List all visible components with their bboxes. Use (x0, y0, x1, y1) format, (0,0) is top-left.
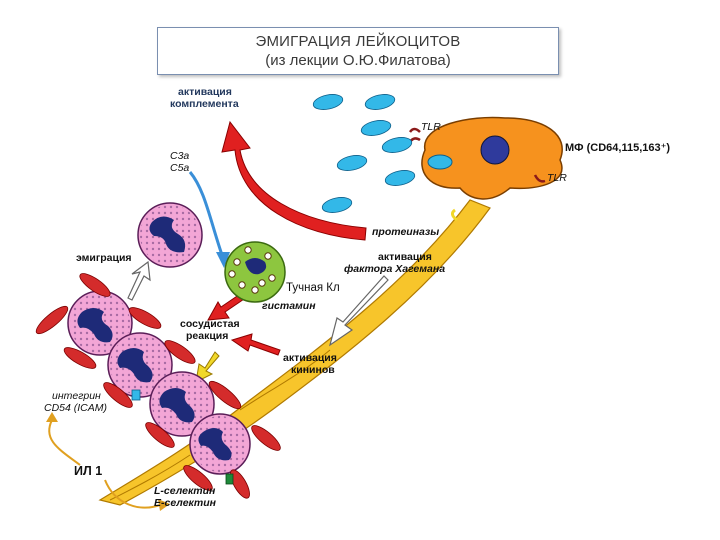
erythrocytes (35, 273, 281, 499)
label-tlr-top: TLR (421, 121, 441, 133)
hageman-arrow (329, 275, 389, 347)
label-complement-2: комплемента (170, 98, 239, 110)
title-box: ЭМИГРАЦИЯ ЛЕЙКОЦИТОВ (из лекции О.Ю.Фила… (157, 27, 559, 75)
label-histamine: гистамин (262, 300, 316, 312)
kinins-arrow (230, 333, 281, 356)
neutrophil-rolling-2 (107, 332, 173, 398)
tlr-receptor-top (408, 127, 421, 143)
label-integrin-2: CD54 (ICAM) (44, 402, 108, 414)
label-c5a: С5а (170, 162, 190, 174)
macrophage-cell (408, 116, 563, 222)
label-integrin-1: интегрин (52, 390, 101, 402)
title-line-2: (из лекции О.Ю.Филатова) (265, 52, 451, 69)
label-hageman-2: фактора Хагемана (344, 263, 446, 275)
label-vascular-2: реакция (186, 330, 229, 342)
neutrophil-rolling-3 (149, 371, 215, 437)
label-emigration: эмиграция (76, 252, 132, 264)
phagocytosed-bacterium (427, 154, 453, 170)
label-il1: ИЛ 1 (74, 464, 103, 478)
label-tlr-bottom: TLR (547, 172, 567, 184)
label-l-selectin: L-селектин (154, 485, 216, 497)
label-complement-1: активация (178, 86, 232, 98)
neutrophil-rolling-4 (189, 413, 251, 475)
emigration-arrow (127, 260, 151, 301)
label-macrophage: МФ (CD64,115,163⁺) (565, 142, 671, 154)
title-line-1: ЭМИГРАЦИЯ ЛЕЙКОЦИТОВ (255, 33, 461, 50)
label-proteinases: протеиназы (372, 226, 440, 238)
bacteria-cluster (312, 94, 416, 213)
label-c3a: С3а (170, 150, 190, 162)
adhesion-molecules (131, 389, 234, 485)
il1-arrows (46, 412, 170, 511)
mast-cell (224, 241, 286, 303)
label-vascular-1: сосудистая (180, 318, 240, 330)
label-e-selectin: Е-селектин (154, 497, 216, 509)
complement-activation-arrow (221, 120, 367, 241)
label-kinins-2: кининов (291, 364, 335, 376)
tlr-receptor-bottom (533, 174, 546, 183)
label-mast-cell: Тучная Кл (286, 282, 340, 294)
label-kinins-1: активация (283, 352, 337, 364)
neutrophil-top (137, 202, 203, 268)
label-hageman-1: активация (378, 251, 432, 263)
macrophage-nucleus (480, 135, 510, 165)
c3a-c5a-arrow (188, 171, 230, 268)
vascular-yellow-arrow (195, 351, 220, 383)
neutrophil-rolling-1 (67, 290, 133, 356)
